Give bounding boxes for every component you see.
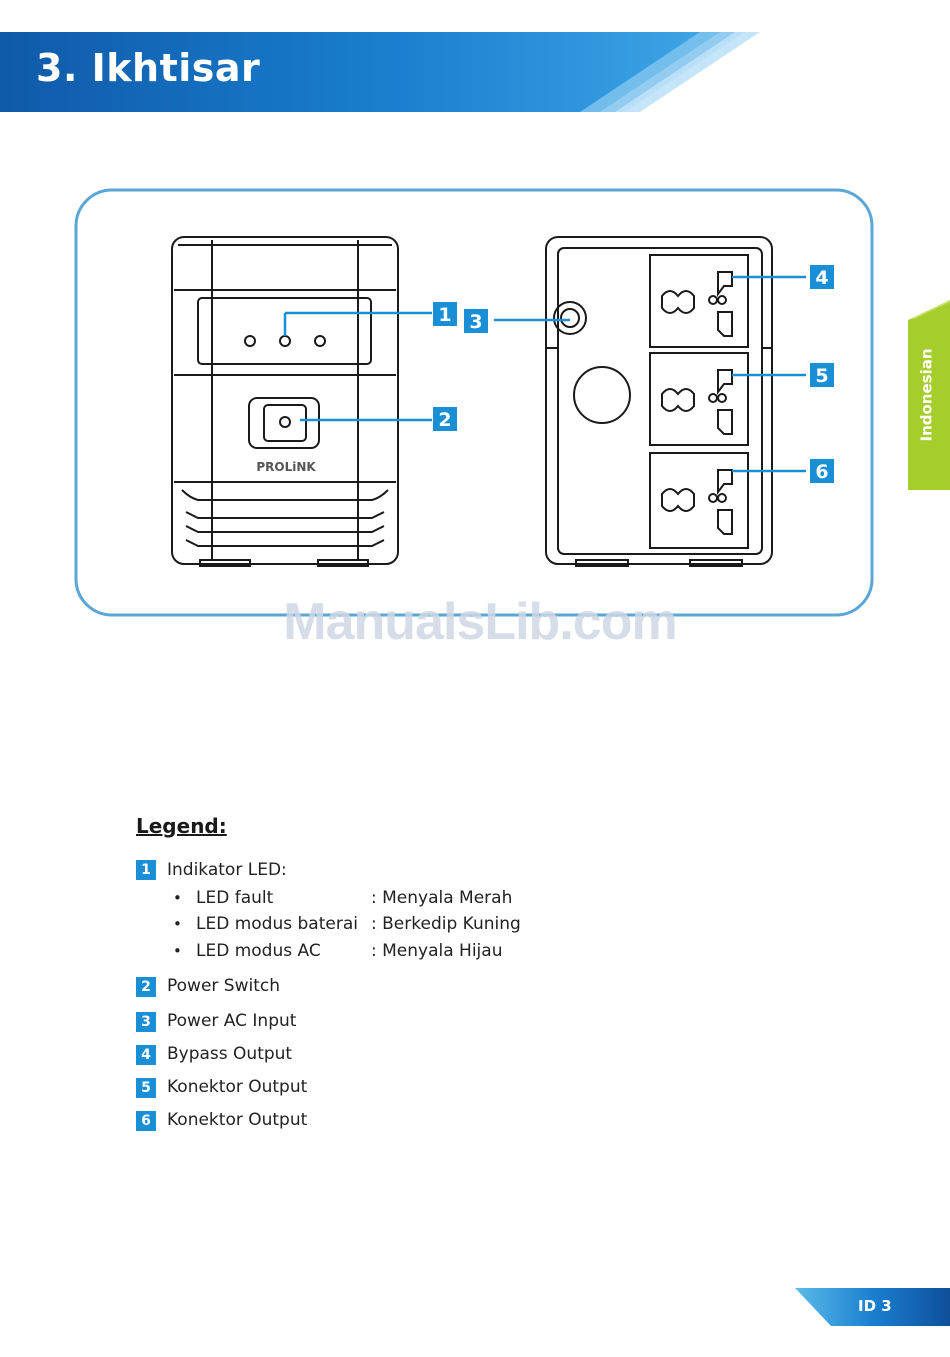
watermark: ManualsLib.com [230,592,730,652]
callout-4: 4 [810,265,834,289]
svg-text:5: 5 [815,365,828,387]
bullet: • [173,915,182,933]
svg-text:6: 6 [815,461,828,483]
svg-text:1: 1 [438,304,451,326]
legend-number-5: 5 [136,1078,156,1098]
page-number: ID 3 [858,1297,892,1315]
callout-2: 2 [433,407,457,431]
led-fault-value: : Menyala Merah [371,888,512,908]
legend-number-3: 3 [136,1012,156,1032]
led-ac-label: LED modus AC [196,941,321,961]
legend-number-1: 1 [136,860,156,880]
legend-number-4: 4 [136,1045,156,1065]
page-title: 3. Ikhtisar [36,46,260,90]
legend-label-4: Bypass Output [167,1044,292,1064]
legend-number-6: 6 [136,1111,156,1131]
brand-logo: PROLiNK [256,460,316,474]
led-fault-label: LED fault [196,888,273,908]
legend-label-1: Indikator LED: [167,860,287,880]
legend-number-2: 2 [136,977,156,997]
led-ac-value: : Menyala Hijau [371,941,502,961]
bullet: • [173,889,182,907]
legend-label-6: Konektor Output [167,1110,307,1130]
led-battery-value: : Berkedip Kuning [371,914,521,934]
callout-3: 3 [464,309,488,333]
svg-text:3: 3 [469,311,482,333]
legend-label-3: Power AC Input [167,1011,296,1031]
svg-text:2: 2 [438,409,451,431]
ups-diagram: PROLiNK [0,180,950,630]
bullet: • [173,942,182,960]
svg-text:4: 4 [815,267,828,289]
legend-label-2: Power Switch [167,976,280,996]
callout-5: 5 [810,363,834,387]
legend-label-5: Konektor Output [167,1077,307,1097]
callout-6: 6 [810,459,834,483]
led-battery-label: LED modus baterai [196,914,358,934]
legend-title: Legend: [136,814,227,838]
callout-1: 1 [433,302,457,326]
